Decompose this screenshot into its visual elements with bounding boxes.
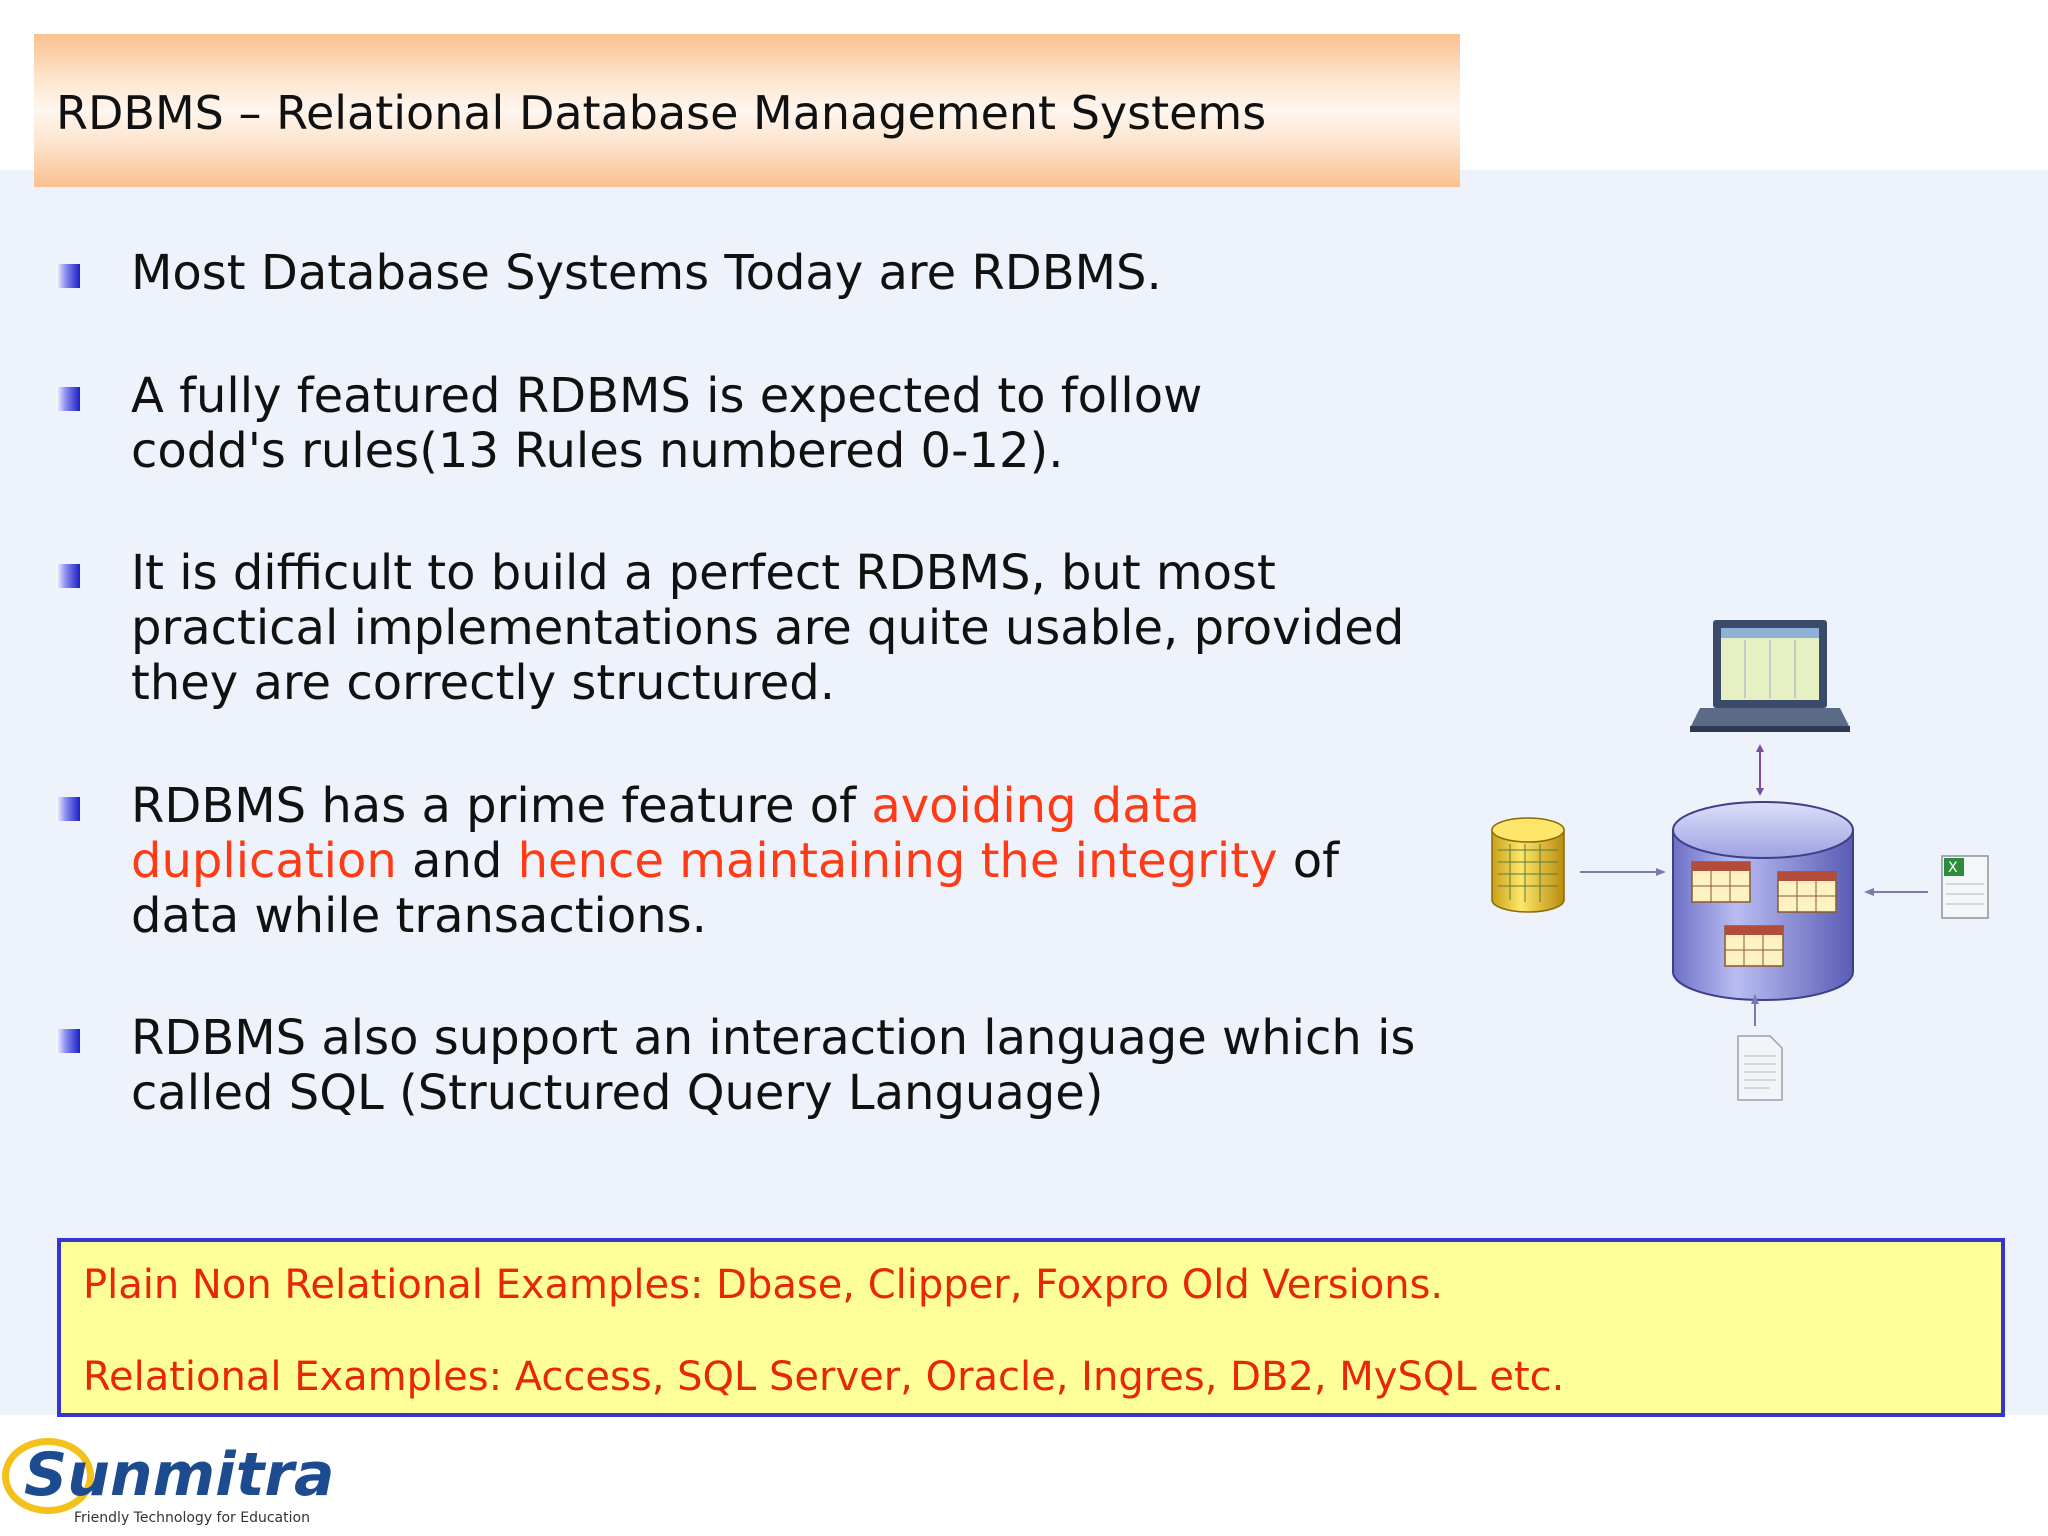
bullet-text: It is difficult to build a perfect RDBMS…: [131, 545, 1405, 711]
relational-examples: Relational Examples: Access, SQL Server,…: [83, 1354, 1565, 1400]
document-icon: [1737, 1035, 1783, 1101]
logo-wordmark: Sunmitra: [24, 1440, 335, 1510]
highlight-text: hence maintaining the integrity: [517, 833, 1278, 889]
bullet-text: of data while transactions.: [131, 833, 1340, 944]
bullet-marker-icon: [56, 387, 80, 411]
logo-ring: [2, 1438, 94, 1514]
bullet-item: It is difficult to build a perfect RDBMS…: [131, 546, 1421, 711]
content-background: [0, 170, 2048, 1415]
bullet-item: RDBMS has a prime feature of avoiding da…: [131, 779, 1371, 944]
non-relational-examples: Plain Non Relational Examples: Dbase, Cl…: [83, 1262, 1444, 1308]
bullet-marker-icon: [56, 1029, 80, 1053]
svg-text:X: X: [1948, 860, 1958, 876]
bullet-marker-icon: [56, 264, 80, 288]
database-diagram: X: [1470, 600, 2010, 1120]
bullet-text: Most Database Systems Today are RDBMS.: [131, 245, 1162, 301]
bullet-text: RDBMS has a prime feature of: [131, 778, 872, 834]
bullet-item: RDBMS also support an interaction langua…: [131, 1011, 1431, 1121]
laptop-icon: [1690, 620, 1850, 732]
table-stack-icon: [1491, 817, 1565, 913]
bullet-marker-icon: [56, 564, 80, 588]
spreadsheet-icon: X: [1941, 855, 1989, 919]
examples-box: Plain Non Relational Examples: Dbase, Cl…: [57, 1238, 2005, 1417]
diagram-svg: X: [1491, 620, 1989, 1101]
highlight-text: avoiding data duplication: [131, 778, 1200, 889]
bullet-text: RDBMS also support an interaction langua…: [131, 1010, 1416, 1121]
bullet-item: Most Database Systems Today are RDBMS.: [131, 246, 1431, 301]
logo-tagline: Friendly Technology for Education: [74, 1510, 310, 1526]
title-bar: RDBMS – Relational Database Management S…: [34, 34, 1460, 187]
bullet-item: A fully featured RDBMS is expected to fo…: [131, 369, 1361, 479]
bullet-marker-icon: [56, 797, 80, 821]
database-icon: [1672, 801, 1854, 1001]
bullet-text: A fully featured RDBMS is expected to fo…: [131, 368, 1203, 479]
bullet-text: and: [396, 833, 518, 889]
slide-title: RDBMS – Relational Database Management S…: [56, 86, 1267, 140]
sunmitra-logo: Sunmitra Friendly Technology for Educati…: [0, 1434, 335, 1536]
